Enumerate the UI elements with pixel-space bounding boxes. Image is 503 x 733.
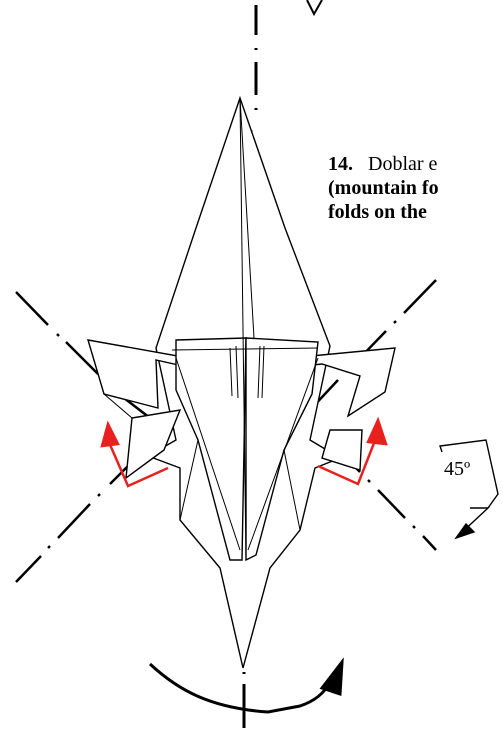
top-arrow-icon [306,0,323,17]
turn-over-arrow-icon [148,657,344,714]
right-fold-arrow-icon [317,416,388,486]
step-instructions: 14. Doblar e (mountain fo folds on the [328,152,503,224]
crease-lines [103,97,386,561]
rotation-angle-label: 45º [444,458,471,480]
left-fold-arrow-icon [100,420,169,488]
step-text-es: Doblar e [368,153,438,175]
rotation-45-icon [439,439,499,540]
right-diagonal-axis [309,279,437,551]
step-number: 14. [328,153,353,175]
step-text-en-line2: folds on the [328,201,427,223]
step-text-en-line1: (mountain fo [328,177,439,199]
